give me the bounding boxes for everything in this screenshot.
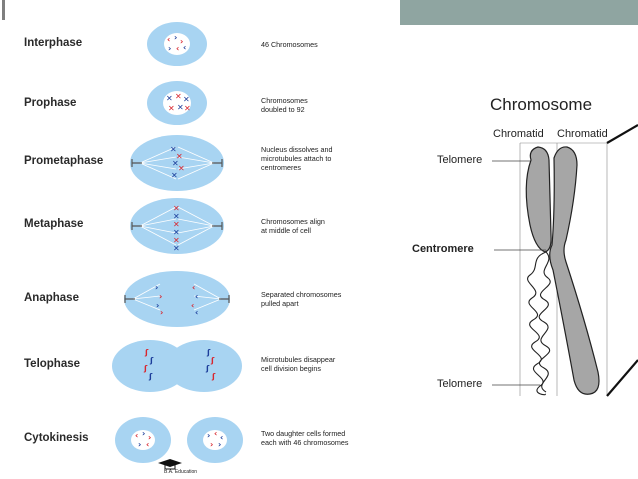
telomere-label-top: Telomere — [437, 154, 483, 166]
svg-text:✕: ✕ — [178, 164, 185, 173]
slide-marker — [2, 0, 5, 20]
phase-label-metaphase: Metaphase — [24, 218, 84, 230]
svg-text:✕: ✕ — [184, 104, 191, 113]
svg-text:‹: ‹ — [195, 308, 198, 317]
education-logo-icon — [158, 459, 182, 470]
svg-text:›: › — [156, 301, 159, 310]
phase-desc-prophase: Chromosomes doubled to 92 — [261, 96, 308, 114]
phase-label-prometaphase: Prometaphase — [24, 155, 104, 167]
chromatid-label-right: Chromatid — [557, 128, 608, 140]
svg-text:›: › — [218, 440, 221, 449]
svg-text:‹: ‹ — [192, 283, 195, 292]
credit-text: B.A. Education — [164, 469, 198, 475]
svg-text:✕: ✕ — [171, 171, 178, 180]
chromatid-right — [549, 146, 600, 395]
svg-text:✕: ✕ — [176, 152, 183, 161]
svg-text:✕: ✕ — [177, 103, 184, 112]
svg-text:‹: ‹ — [176, 44, 179, 53]
prometaphase-cell — [130, 135, 224, 191]
phase-label-telophase: Telophase — [24, 358, 81, 370]
svg-text:ʃ: ʃ — [149, 356, 154, 365]
svg-text:‹: ‹ — [167, 35, 170, 44]
centrosomes — [124, 159, 230, 303]
phase-desc-anaphase: Separated chromosomes pulled apart — [261, 290, 342, 308]
telomere-label-bottom: Telomere — [437, 378, 483, 390]
svg-text:ʃ: ʃ — [211, 372, 216, 381]
chromosome-illustration — [492, 124, 638, 397]
cytokinesis-nucleus-right — [203, 430, 227, 450]
svg-text:‹: ‹ — [146, 440, 149, 449]
phase-desc-interphase: 46 Chromosomes — [261, 40, 318, 49]
svg-text:›: › — [174, 33, 177, 42]
svg-text:›: › — [207, 431, 210, 440]
phase-desc-telophase: Microtubules disappear cell division beg… — [261, 355, 336, 373]
svg-text:›: › — [159, 292, 162, 301]
phase-desc-cytokinesis: Two daughter cells formed each with 46 c… — [261, 429, 349, 447]
phase-desc-metaphase: Chromosomes align at middle of cell — [261, 217, 325, 235]
header-bar — [400, 0, 638, 25]
svg-text:ʃ: ʃ — [210, 356, 215, 365]
chromatid-label-left: Chromatid — [493, 128, 544, 140]
centromere-label: Centromere — [412, 243, 474, 255]
svg-text:›: › — [180, 37, 183, 46]
cytokinesis-nucleus-left — [131, 430, 155, 450]
phase-desc-prometaphase: Nucleus dissolves and microtubules attac… — [261, 145, 333, 172]
coiled-dna — [527, 251, 551, 396]
chromosome-title: Chromosome — [490, 95, 593, 114]
svg-text:✕: ✕ — [172, 159, 179, 168]
svg-text:✕: ✕ — [168, 104, 175, 113]
phase-label-prophase: Prophase — [24, 97, 77, 109]
svg-text:✕: ✕ — [183, 95, 190, 104]
telophase-cell-left — [112, 340, 188, 392]
metaphase-cell — [130, 198, 224, 254]
svg-text:›: › — [160, 308, 163, 317]
svg-text:✕: ✕ — [166, 94, 173, 103]
chromatid-left-top — [525, 146, 552, 253]
anaphase-cell — [124, 271, 230, 327]
phase-label-interphase: Interphase — [24, 37, 83, 49]
svg-text:›: › — [138, 440, 141, 449]
phase-label-cytokinesis: Cytokinesis — [24, 432, 89, 444]
svg-text:ʃ: ʃ — [148, 372, 153, 381]
svg-text:‹: ‹ — [195, 292, 198, 301]
svg-text:ʃ: ʃ — [144, 348, 149, 357]
svg-text:‹: ‹ — [183, 43, 186, 52]
svg-text:✕: ✕ — [173, 236, 180, 245]
svg-text:✕: ✕ — [173, 220, 180, 229]
svg-text:✕: ✕ — [173, 244, 180, 253]
svg-text:›: › — [210, 440, 213, 449]
svg-text:✕: ✕ — [175, 92, 182, 101]
svg-text:›: › — [155, 283, 158, 292]
svg-text:‹: ‹ — [220, 433, 223, 442]
spindle-fibers — [132, 146, 222, 311]
svg-text:ʃ: ʃ — [205, 364, 210, 373]
svg-text:‹: ‹ — [135, 431, 138, 440]
interphase-nucleus — [164, 33, 190, 55]
svg-text:›: › — [142, 429, 145, 438]
chromosome-glyphs: ‹›› ›‹‹ ✕✕✕ ✕✕✕ ✕✕✕ ✕✕ ✕✕✕ ✕✕✕ ›››› ‹‹‹‹… — [135, 33, 223, 449]
svg-text:✕: ✕ — [173, 204, 180, 213]
svg-text:‹: ‹ — [214, 429, 217, 438]
svg-text:›: › — [168, 44, 171, 53]
prophase-nucleus — [163, 91, 191, 115]
telophase-cell-right — [166, 340, 242, 392]
svg-text:✕: ✕ — [173, 228, 180, 237]
svg-text:ʃ: ʃ — [206, 348, 211, 357]
phase-label-anaphase: Anaphase — [24, 292, 79, 304]
svg-text:ʃ: ʃ — [143, 364, 148, 373]
svg-text:✕: ✕ — [170, 145, 177, 154]
svg-text:›: › — [148, 433, 151, 442]
svg-text:✕: ✕ — [173, 212, 180, 221]
svg-text:‹: ‹ — [191, 301, 194, 310]
